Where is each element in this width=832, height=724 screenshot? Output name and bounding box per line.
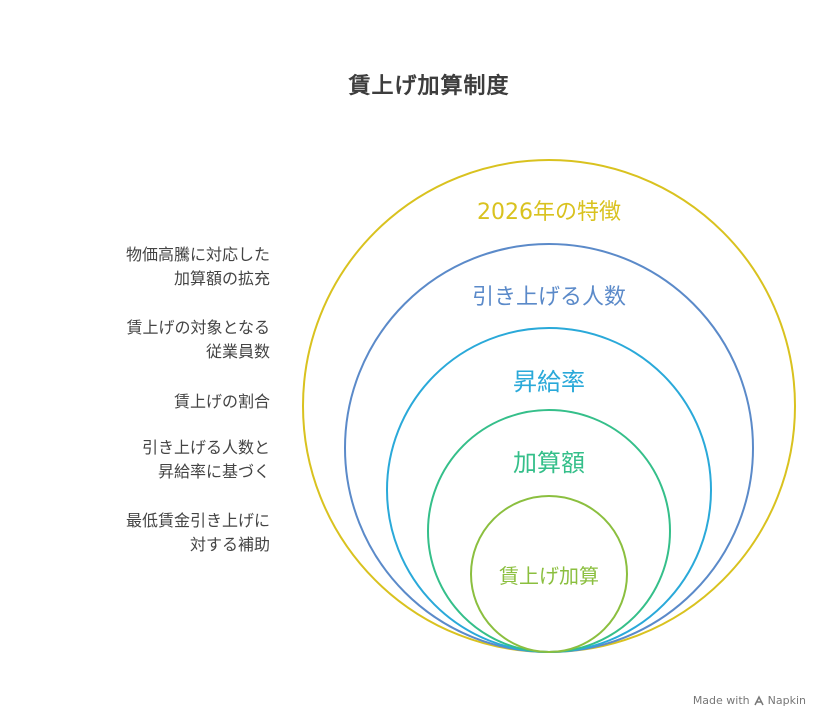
made-with-napkin[interactable]: Made with Napkin: [693, 694, 806, 707]
footer-brand: Napkin: [767, 694, 806, 707]
description-people-count: 賃上げの対象となる 従業員数: [126, 318, 270, 361]
ring-label-raise-rate: 昇給率: [513, 368, 585, 396]
ring-wage-raise-addition: [470, 495, 628, 653]
description-features: 物価高騰に対応した 加算額の拡充: [125, 245, 270, 288]
description-raise-rate: 賃上げの割合: [173, 392, 270, 411]
diagram-title: 賃上げ加算制度: [348, 74, 510, 99]
ring-label-addition-amount: 加算額: [513, 449, 585, 477]
description-addition-amount: 引き上げる人数と 昇給率に基づく: [141, 438, 270, 481]
napkin-logo-icon: [753, 694, 764, 705]
footer-prefix: Made with: [692, 694, 750, 707]
ring-label-people-count: 引き上げる人数: [471, 285, 626, 310]
ring-label-features: 2026年の特徴: [477, 200, 621, 225]
description-wage-raise-addition: 最低賃金引き上げに 対する補助: [125, 511, 270, 554]
ring-label-wage-raise-addition: 賃上げ加算: [499, 564, 599, 588]
